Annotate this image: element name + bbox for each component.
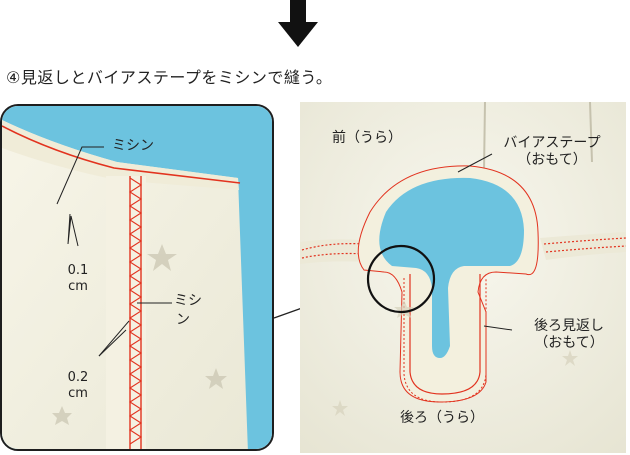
back-facing-line2: （おもて） xyxy=(534,335,604,351)
label-back-facing: 後ろ見返し （おもて） xyxy=(514,318,624,352)
down-arrow-icon xyxy=(278,0,318,47)
label-front-reverse: 前（うら） xyxy=(332,130,402,146)
label-bias-tape: バイアステープ （おもて） xyxy=(480,135,624,169)
seam-2-unit: cm xyxy=(68,386,88,401)
bias-tape-line1: バイアステープ xyxy=(503,135,601,151)
label-seam-2: 0.2 cm xyxy=(60,370,96,402)
overview-photo: 前（うら） バイアステープ （おもて） 後ろ見返し （おもて） 後ろ（うら） xyxy=(300,102,626,453)
detail-photo-illustration xyxy=(2,106,272,449)
back-facing-line1: 後ろ見返し xyxy=(534,318,604,334)
label-machine-stitch-2: ミシ ン xyxy=(174,292,202,330)
overview-photo-illustration xyxy=(300,102,626,453)
label-machine-stitch-1: ミシン xyxy=(112,138,154,154)
machine-stitch-2-line2: ン xyxy=(176,312,190,328)
seam-2-value: 0.2 xyxy=(67,370,89,385)
machine-stitch-2-line1: ミシ xyxy=(174,293,202,309)
detail-photo: ミシン 0.1 cm ミシ ン 0.2 cm xyxy=(0,104,274,451)
bias-tape-line2: （おもて） xyxy=(517,152,587,168)
seam-1-unit: cm xyxy=(68,279,88,294)
step-title: ④見返しとバイアステープをミシンで縫う。 xyxy=(6,68,333,87)
label-seam-1: 0.1 cm xyxy=(60,263,96,295)
seam-1-value: 0.1 xyxy=(67,263,89,278)
label-back-reverse: 後ろ（うら） xyxy=(400,410,484,426)
